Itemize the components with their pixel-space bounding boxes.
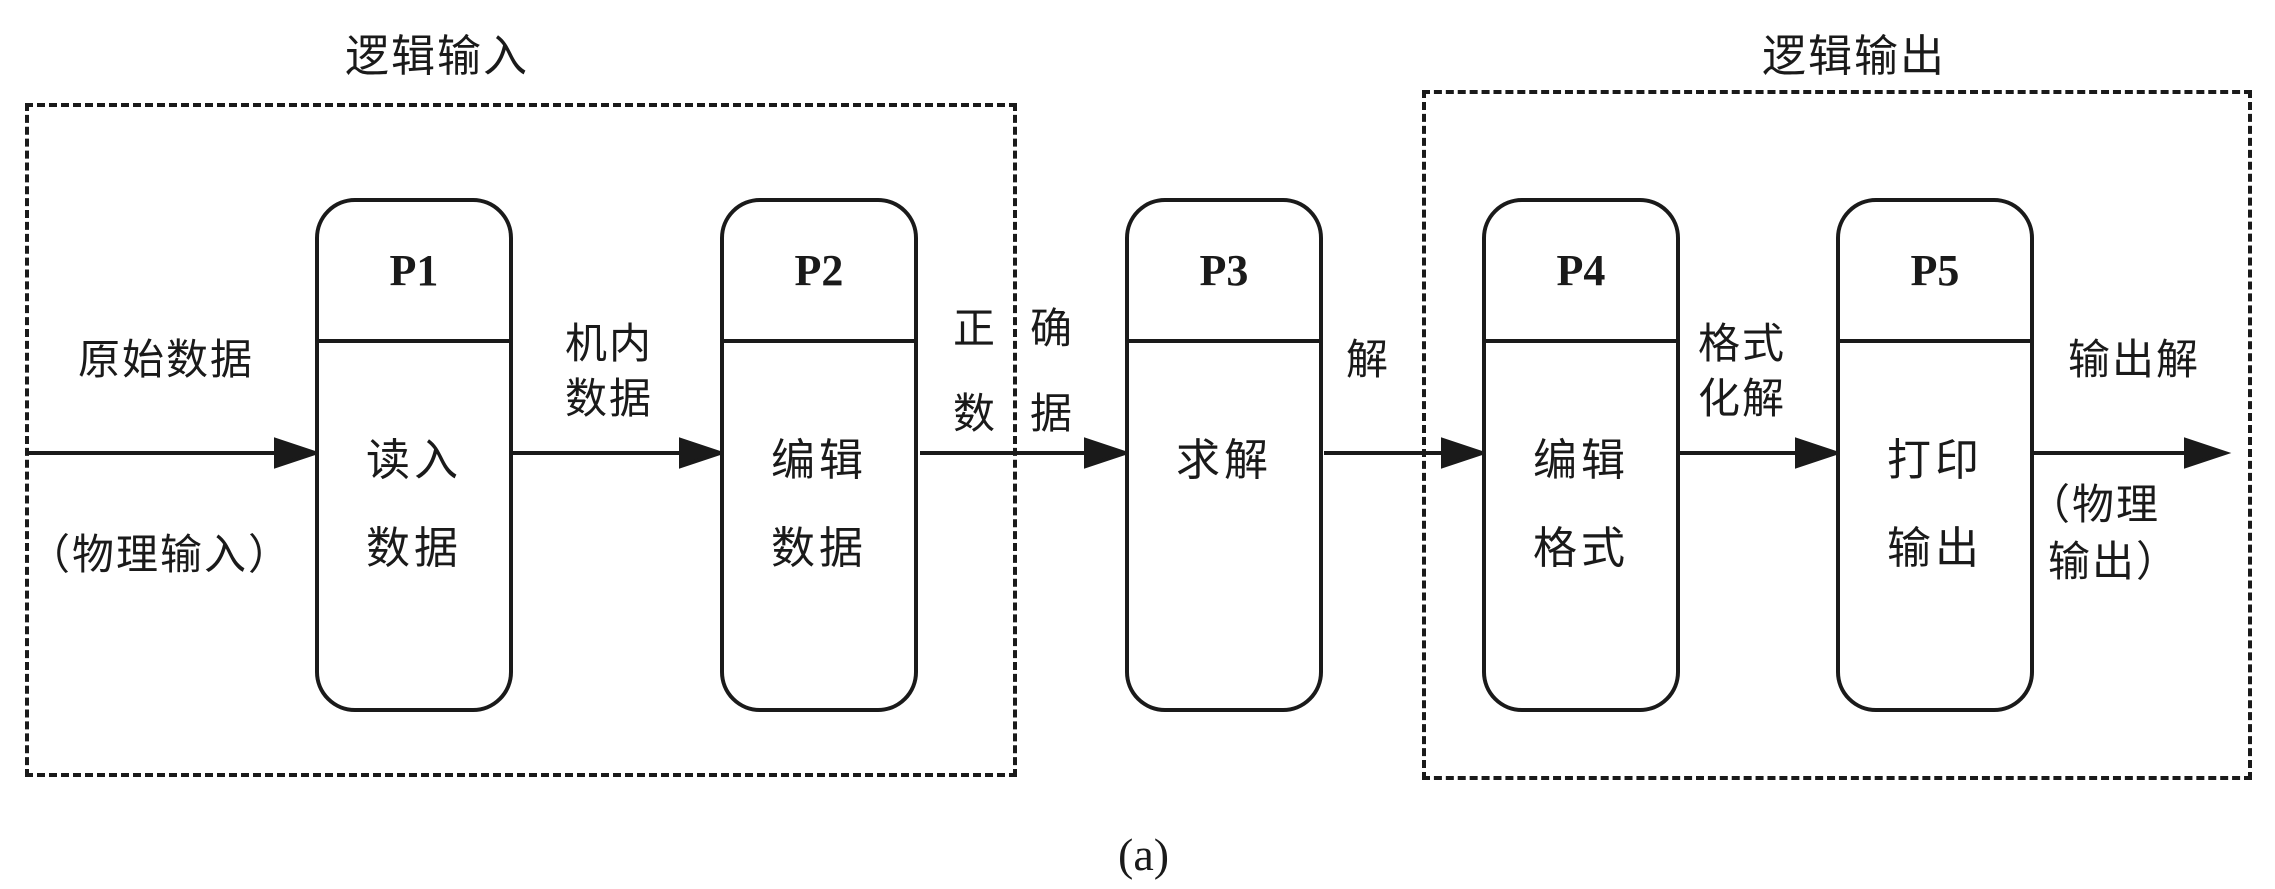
flow-label-correct-4: 据 [1030,389,1075,438]
flow-label-raw-data: 原始数据 [78,335,255,384]
process-label-line: 打印 [1887,435,1983,486]
flow-label-correct-1: 正 [953,304,998,353]
process-id: P2 [794,246,844,295]
process-label-line: 读入 [366,435,462,486]
flow-label-correct-2: 确 [1030,304,1075,353]
arrowhead-formatted-solution [1795,437,1843,469]
process-id: P4 [1556,246,1606,295]
process-divider [1129,339,1319,343]
process-label-line: 求解 [1176,435,1272,486]
logical-output-group [1422,90,2252,780]
process-divider [1486,339,1676,343]
process-id: P5 [1910,246,1960,295]
process-label: 读入 数据 [319,417,509,593]
process-label: 编辑 数据 [724,417,914,593]
flow-label-formatted-1: 格式 [1698,319,1787,368]
flow-label-physical-output-1: （物理 [2028,480,2161,529]
flow-label-correct-3: 数 [953,389,998,438]
process-p5: P5 打印 输出 [1836,198,2034,712]
flow-label-output-solution: 输出解 [2068,335,2201,384]
process-label-line: 格式 [1533,523,1629,574]
flow-label-internal-data-1: 机内 [565,319,654,368]
flow-label-physical-output-2: 输出） [2048,537,2181,586]
flow-label-physical-input: （物理输入） [28,530,293,579]
process-p3: P3 求解 [1125,198,1323,712]
process-id: P1 [389,246,439,295]
process-divider [724,339,914,343]
process-label-line: 编辑 [771,435,867,486]
arrowhead-raw-data [274,437,322,469]
logical-output-title: 逻辑输出 [1762,31,1946,82]
flow-label-formatted-2: 化解 [1698,374,1787,423]
arrowhead-internal-data [679,437,727,469]
process-p1: P1 读入 数据 [315,198,513,712]
process-label-line: 编辑 [1533,435,1629,486]
process-divider [319,339,509,343]
flow-label-internal-data-2: 数据 [565,374,654,423]
process-p2: P2 编辑 数据 [720,198,918,712]
figure-caption: (a) [1118,829,1170,880]
logical-input-group [25,103,1017,777]
flow-label-solution: 解 [1346,335,1391,384]
arrowhead-correct-data [1084,437,1132,469]
arrowhead-solution [1441,437,1489,469]
process-p4: P4 编辑 格式 [1482,198,1680,712]
process-label: 求解 [1129,417,1319,505]
process-label-line: 输出 [1887,523,1983,574]
process-label-line: 数据 [366,523,462,574]
logical-input-title: 逻辑输入 [345,31,529,82]
arrowhead-output-solution [2184,437,2232,469]
process-label: 打印 输出 [1840,417,2030,593]
process-id: P3 [1199,246,1249,295]
process-divider [1840,339,2030,343]
process-label: 编辑 格式 [1486,417,1676,593]
process-label-line: 数据 [771,523,867,574]
